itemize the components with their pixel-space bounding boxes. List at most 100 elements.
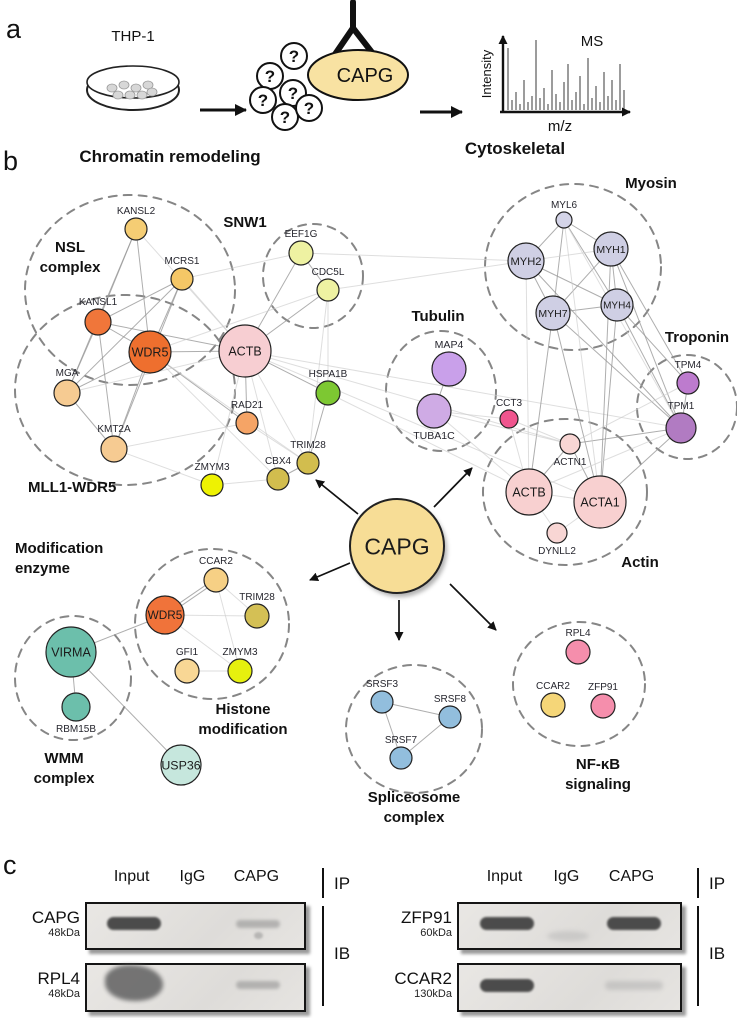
network-edge (327, 260, 527, 291)
node-SRSF7 (389, 746, 413, 770)
section-title-chromatin-remodeling: Chromatin remodeling (79, 147, 260, 166)
node-USP36 (160, 744, 202, 786)
capg-arrow (315, 479, 359, 515)
node-label-CCT3: CCT3 (496, 398, 523, 409)
cell-line-label: THP-1 (111, 28, 154, 45)
ip-label-right: IP (709, 874, 726, 893)
ms-ylabel: Intensity (479, 49, 494, 98)
node-label-MGA: MGA (56, 368, 79, 379)
blot-ccar2 (457, 963, 682, 1012)
node-label-USP36: USP36 (161, 758, 200, 772)
node-label-SRSF3: SRSF3 (366, 679, 399, 690)
node-label-CDC5L: CDC5L (312, 267, 345, 278)
node-KANSL2 (124, 217, 148, 241)
network-edge (246, 422, 309, 464)
network-edge (616, 304, 682, 429)
network-edge (433, 410, 571, 445)
cluster-label-snw1: SNW1 (223, 214, 266, 231)
node-label-ZMYM3_T: ZMYM3 (195, 462, 230, 473)
band-ccar2-capg (604, 980, 663, 990)
bait-ellipse (307, 49, 409, 101)
node-RBM15B (61, 692, 91, 722)
node-label-ACTA1: ACTA1 (580, 496, 619, 510)
node-label-MYL6: MYL6 (551, 200, 578, 211)
network-edge (552, 312, 682, 429)
node-RAD21 (235, 411, 259, 435)
node-label-MCRS1: MCRS1 (164, 256, 199, 267)
band-capg-input (106, 917, 161, 931)
node-VIRMA (45, 626, 97, 678)
network-edge (599, 304, 618, 503)
blot-rpl4 (85, 963, 306, 1012)
node-label-CCAR2_N: CCAR2 (536, 681, 570, 692)
network-edge (149, 289, 329, 353)
blot-row-mw-capg: 48kDa (48, 927, 80, 939)
network-edge (610, 248, 682, 429)
ib-divider-right (697, 906, 699, 1006)
network-edge (381, 701, 451, 718)
node-label-KMT2A: KMT2A (97, 424, 131, 435)
cluster-outline-troponin (636, 354, 737, 460)
cluster-outline-snw1 (262, 223, 364, 329)
node-MYH4 (600, 288, 634, 322)
lane-header-capg: CAPG (608, 868, 655, 885)
node-ACTA1 (573, 475, 627, 529)
node-MAP4 (431, 351, 467, 387)
unknown-protein-icon (295, 94, 323, 122)
node-MCRS1 (170, 267, 194, 291)
network-edge (113, 448, 213, 486)
node-label-ZMYM3_H: ZMYM3 (223, 647, 258, 658)
blot-capg (85, 902, 306, 950)
cluster-label-wmm-complex: WMM (44, 750, 83, 767)
question-mark: ? (289, 47, 299, 66)
node-TPM4 (676, 371, 700, 395)
node-MYH7 (535, 295, 571, 331)
cluster-outline-myosin (484, 183, 662, 351)
unknown-protein-icon (280, 42, 308, 70)
node-CCAR2_N (540, 692, 566, 718)
lane-header-igg: IgG (553, 868, 580, 885)
node-label-CCAR2_H: CCAR2 (199, 556, 233, 567)
node-label-RAD21: RAD21 (231, 400, 264, 411)
network-edge (97, 278, 183, 323)
node-TPM1 (665, 412, 697, 444)
panel-b-network: KANSL2MCRS1KANSL1WDR5MGAKMT2AACTBEEF1GCD… (14, 139, 737, 826)
network-edge (149, 351, 279, 480)
question-mark: ? (258, 91, 268, 110)
node-label-ZFP91: ZFP91 (588, 682, 618, 693)
network-edge (66, 278, 183, 394)
node-SRSF8 (438, 705, 462, 729)
network-edge (552, 312, 601, 503)
ib-label-right: IB (709, 944, 726, 963)
cluster-outline-wmm (14, 615, 132, 741)
unknown-protein-icon (249, 86, 277, 114)
network-edge (181, 252, 302, 280)
node-label-DYNLL2: DYNLL2 (538, 546, 576, 557)
node-label-RPL4: RPL4 (565, 628, 590, 639)
question-mark: ? (280, 108, 290, 127)
node-ACTN1 (559, 433, 581, 455)
network-edge (244, 350, 571, 445)
panel-c-letter: c (3, 850, 17, 880)
network-edge (563, 219, 618, 306)
network-edge (307, 289, 329, 464)
network-edge (508, 418, 571, 445)
cluster-label-troponin: Troponin (665, 329, 729, 346)
band-rpl4-input (104, 965, 163, 1002)
bait-label: CAPG (337, 65, 394, 87)
cluster-label-mll1-wdr5: MLL1-WDR5 (28, 479, 116, 496)
cluster-label-actin: Actin (621, 554, 659, 571)
node-ACTB_R (505, 468, 553, 516)
node-label-ACTB_L: ACTB (228, 345, 261, 359)
node-CDC5L (316, 278, 340, 302)
node-HSPA1B (315, 380, 341, 406)
node-DYNLL2 (546, 522, 568, 544)
network-edge (528, 427, 682, 493)
cluster-outline-histone (134, 548, 290, 700)
cluster-label-nsl-complex: NSL (55, 239, 85, 256)
band-capg-capg (236, 919, 281, 928)
blot-row-mw-zfp91: 60kDa (420, 927, 452, 939)
blot-row-protein-rpl4: RPL4 (37, 969, 80, 988)
